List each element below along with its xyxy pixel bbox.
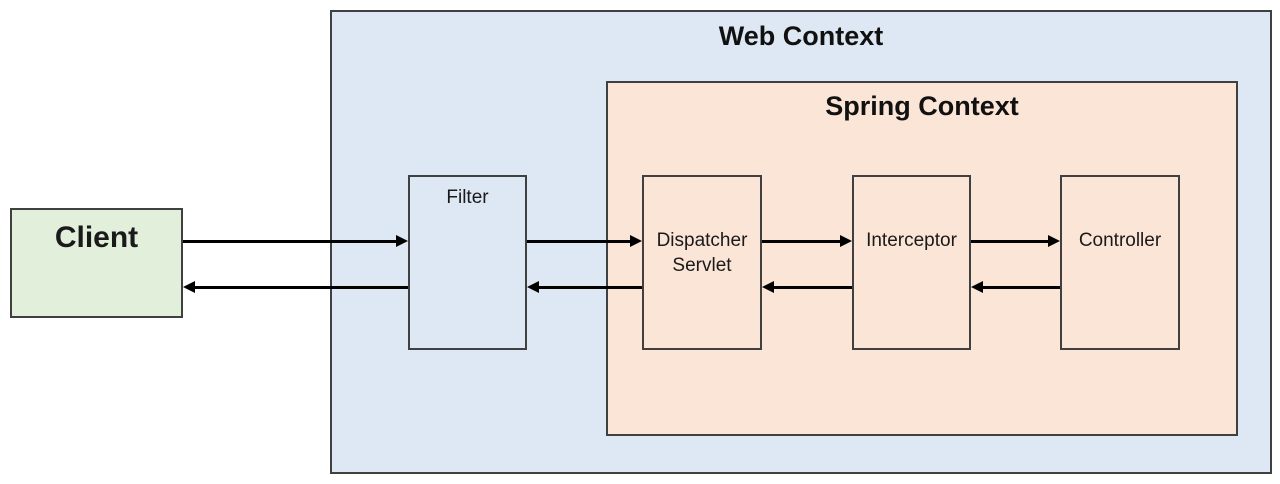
arrow-interceptor-to-controller xyxy=(971,235,1060,247)
arrow-filter-to-dispatcher-servlet xyxy=(527,235,642,247)
arrow-filter-to-client xyxy=(183,281,408,293)
node-filter: Filter xyxy=(408,175,527,350)
node-interceptor-label: Interceptor xyxy=(866,230,957,251)
arrow-dispatcher-servlet-to-interceptor xyxy=(762,235,852,247)
arrow-dispatcher-servlet-to-filter xyxy=(527,281,642,293)
arrow-controller-to-interceptor xyxy=(971,281,1060,293)
node-filter-label: Filter xyxy=(446,187,489,208)
node-client: Client xyxy=(10,208,183,318)
node-client-label: Client xyxy=(54,221,139,254)
node-controller: Controller xyxy=(1060,175,1180,350)
node-dispatcher-servlet: Dispatcher Servlet xyxy=(642,175,762,350)
node-controller-label: Controller xyxy=(1078,230,1162,251)
spring-context-title: Spring Context xyxy=(825,91,1019,121)
node-dispatcher-servlet-label: Dispatcher Servlet xyxy=(656,230,748,276)
arrow-interceptor-to-dispatcher-servlet xyxy=(762,281,852,293)
arrow-client-to-filter xyxy=(183,235,408,247)
web-context-title: Web Context xyxy=(718,21,884,51)
node-interceptor: Interceptor xyxy=(852,175,971,350)
